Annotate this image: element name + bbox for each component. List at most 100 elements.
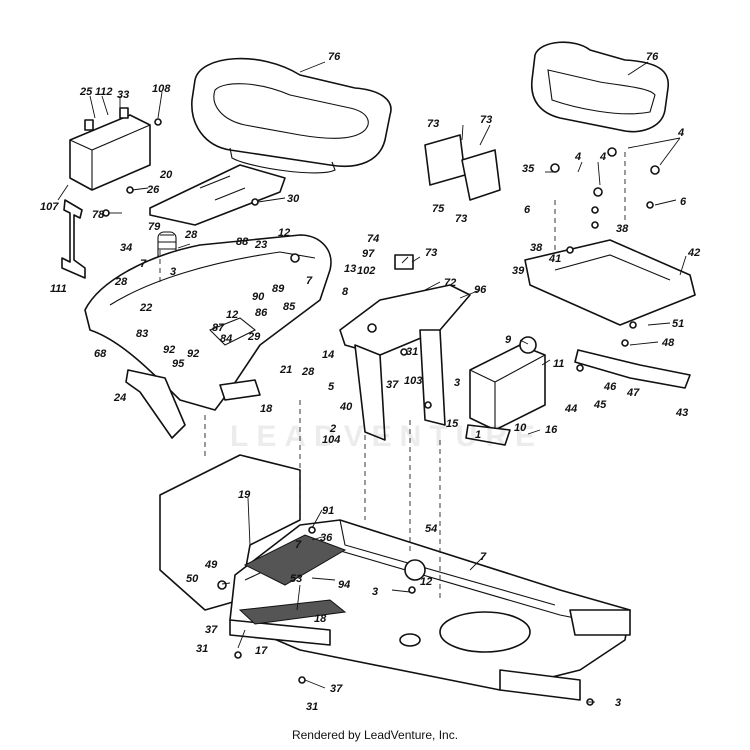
callout-22: 22 xyxy=(139,302,152,314)
callout-3: 3 xyxy=(454,377,460,389)
callout-3: 3 xyxy=(170,266,176,278)
callout-37: 37 xyxy=(205,624,218,636)
callout-44: 44 xyxy=(564,403,577,415)
callout-37: 37 xyxy=(386,379,399,391)
callout-104: 104 xyxy=(322,434,340,446)
callout-28: 28 xyxy=(184,229,198,241)
callout-13: 13 xyxy=(344,263,356,275)
callout-73: 73 xyxy=(425,247,437,259)
leader-lines xyxy=(57,61,687,703)
callout-33: 33 xyxy=(117,89,129,101)
callout-73: 73 xyxy=(455,213,467,225)
callout-40: 40 xyxy=(339,401,353,413)
callout-85: 85 xyxy=(283,301,296,313)
callout-38: 38 xyxy=(616,223,629,235)
callout-83: 83 xyxy=(136,328,148,340)
callout-4: 4 xyxy=(599,151,606,163)
fuel-cap xyxy=(519,336,537,354)
callout-6: 6 xyxy=(680,196,687,208)
callout-16: 16 xyxy=(545,424,558,436)
callout-24: 24 xyxy=(113,392,126,404)
footer-credit: Rendered by LeadVenture, Inc. xyxy=(291,728,459,742)
callout-4: 4 xyxy=(574,151,581,163)
callout-18: 18 xyxy=(260,403,273,415)
callout-90: 90 xyxy=(252,291,265,303)
callout-3: 3 xyxy=(615,697,621,709)
callout-74: 74 xyxy=(367,233,379,245)
callout-29: 29 xyxy=(247,331,261,343)
callout-12: 12 xyxy=(278,227,290,239)
callout-86: 86 xyxy=(255,307,268,319)
watermark: LEADVENTURE xyxy=(230,420,544,453)
callout-76: 76 xyxy=(328,51,341,63)
callout-73: 73 xyxy=(480,114,492,126)
callout-36: 36 xyxy=(320,532,333,544)
callout-11: 11 xyxy=(553,358,564,370)
callout-111: 111 xyxy=(50,283,67,295)
foot-mat-lower xyxy=(238,599,347,625)
callout-88: 88 xyxy=(236,236,249,248)
callout-3: 3 xyxy=(372,586,378,598)
ignition-switch xyxy=(394,254,414,270)
hardware xyxy=(102,118,660,706)
callout-21: 21 xyxy=(279,364,292,376)
fender xyxy=(84,234,332,411)
callout-28: 28 xyxy=(301,366,315,378)
battery xyxy=(69,107,151,191)
latch-plate xyxy=(574,349,691,389)
callout-54: 54 xyxy=(425,523,437,535)
callout-53: 53 xyxy=(290,573,302,585)
callout-78: 78 xyxy=(92,209,105,221)
callout-103: 103 xyxy=(404,375,422,387)
callout-92: 92 xyxy=(163,344,175,356)
seat-right xyxy=(531,41,670,133)
callout-45: 45 xyxy=(593,399,607,411)
callout-48: 48 xyxy=(661,337,675,349)
callout-39: 39 xyxy=(512,265,525,277)
alignment-lines xyxy=(159,150,626,600)
callout-31: 31 xyxy=(196,643,208,655)
callout-37: 37 xyxy=(330,683,343,695)
battery-hold-down xyxy=(61,199,86,279)
callout-14: 14 xyxy=(322,349,334,361)
callout-31: 31 xyxy=(406,346,418,358)
callout-30: 30 xyxy=(287,193,300,205)
callout-42: 42 xyxy=(687,247,700,259)
callout-87: 87 xyxy=(212,322,225,334)
callout-73: 73 xyxy=(427,118,439,130)
callout-labels: 76 76 25 112 33 108 107 111 20 26 30 78 … xyxy=(40,51,700,713)
callout-7: 7 xyxy=(480,551,487,563)
callout-49: 49 xyxy=(204,559,218,571)
callout-7: 7 xyxy=(306,275,313,287)
callout-89: 89 xyxy=(272,283,285,295)
callout-38: 38 xyxy=(530,242,543,254)
fuel-tank xyxy=(465,336,546,446)
seat-bracket xyxy=(149,164,286,226)
callout-7: 7 xyxy=(295,539,302,551)
callout-28: 28 xyxy=(114,276,128,288)
callout-108: 108 xyxy=(152,83,171,95)
dash-console xyxy=(339,284,471,441)
callout-43: 43 xyxy=(675,407,688,419)
callout-9: 9 xyxy=(505,334,512,346)
frame-chassis xyxy=(159,454,631,701)
bracket-plate xyxy=(219,379,261,401)
callout-5: 5 xyxy=(328,381,335,393)
callout-18: 18 xyxy=(314,613,327,625)
callout-12: 12 xyxy=(226,309,238,321)
callout-23: 23 xyxy=(254,239,267,251)
callout-20: 20 xyxy=(159,169,173,181)
callout-51: 51 xyxy=(672,318,684,330)
frame-hole xyxy=(404,559,426,581)
callout-72: 72 xyxy=(444,277,456,289)
fender-brace xyxy=(125,369,186,439)
callout-12: 12 xyxy=(420,576,432,588)
callout-75: 75 xyxy=(432,203,445,215)
callout-76: 76 xyxy=(646,51,659,63)
callout-8: 8 xyxy=(342,286,349,298)
callout-107: 107 xyxy=(40,201,59,213)
callout-2: 2 xyxy=(329,423,336,435)
callout-6: 6 xyxy=(524,204,531,216)
callout-41: 41 xyxy=(548,253,561,265)
